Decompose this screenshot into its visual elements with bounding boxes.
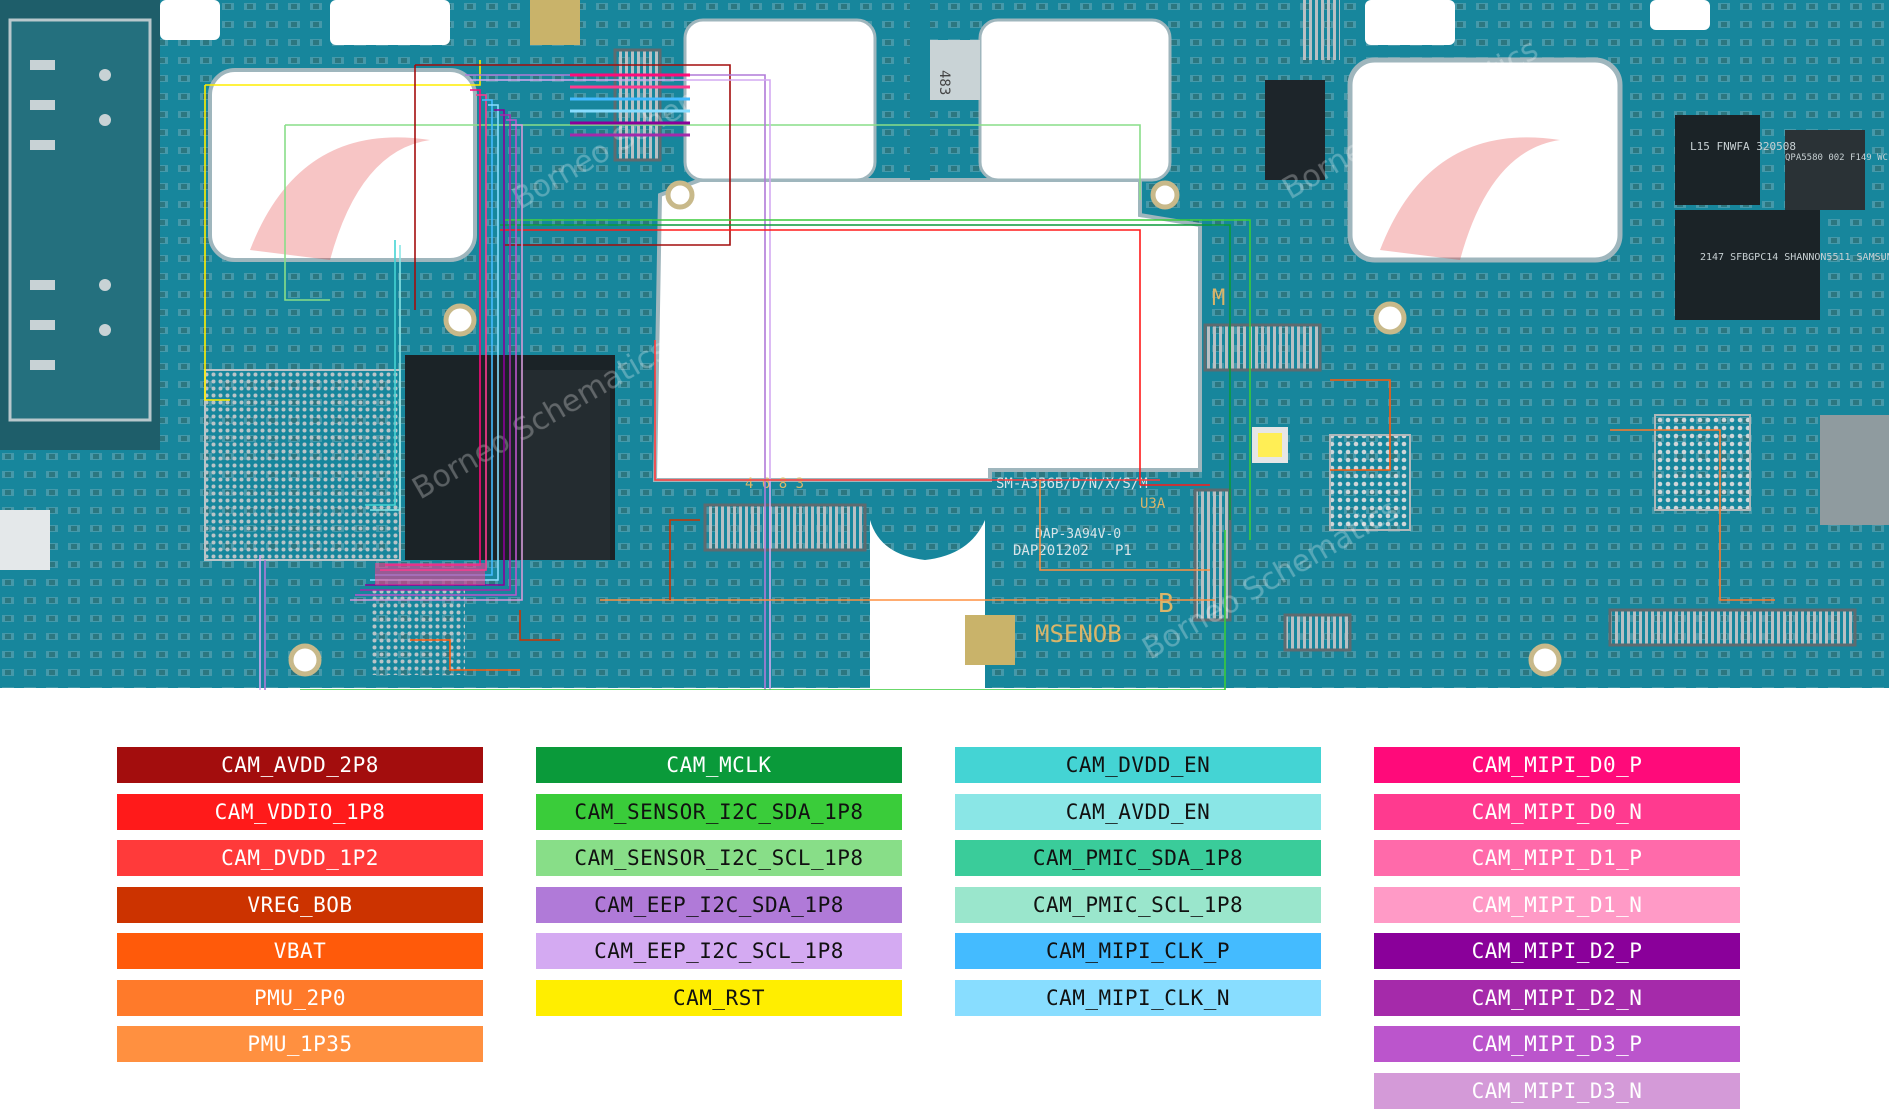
chip-l15: L15 FNWFA 320508 (1690, 140, 1796, 153)
chip-shannon: 2147 SFBGPC14 SHANNON5511 SAMSUNG (1700, 252, 1889, 263)
legend-label: CAM_MIPI_D3_P (1471, 1032, 1643, 1056)
legend-label: CAM_DVDD_EN (1065, 753, 1211, 777)
legend-label: CAM_PMIC_SCL_1P8 (1032, 892, 1244, 917)
legend-label: CAM_PMIC_SDA_1P8 (1032, 846, 1244, 870)
legend-label: PMU_2P0 (253, 985, 346, 1010)
pcb-board-image: SM-A336B/D/N/X/S/M DAP-3A94V-0 DAP201202… (0, 0, 1889, 690)
legend-item: CAM_AVDD_EN (955, 793, 1321, 830)
camera-traces (204, 60, 1775, 690)
legend-label: PMU_1P35 (247, 1032, 353, 1056)
legend-item: VBAT (117, 933, 483, 969)
legend-item: PMU_2P0 (117, 979, 483, 1016)
legend-column-mipi: CAM_MIPI_D0_P CAM_MIPI_D0_N CAM_MIPI_D1_… (1374, 747, 1740, 1119)
legend-label: CAM_AVDD_EN (1065, 799, 1211, 824)
silk-m-mark: M (1212, 286, 1225, 311)
legend-item: CAM_MIPI_D1_P (1374, 840, 1740, 876)
legend-item: CAM_MIPI_D3_P (1374, 1026, 1740, 1062)
legend-item: VREG_BOB (117, 886, 483, 923)
legend-label: CAM_MIPI_D2_P (1471, 939, 1643, 963)
chip-483: 483 (936, 70, 952, 95)
chip-qpa: QPA5580 002 F149 WCL (1785, 153, 1889, 163)
legend-item: PMU_1P35 (117, 1026, 483, 1062)
legend-label: CAM_VDDIO_1P8 (214, 799, 386, 824)
legend-label: CAM_MIPI_CLK_N (1045, 985, 1230, 1010)
silk-small-code: 4 6 8 3 (745, 476, 804, 492)
legend-item: CAM_MIPI_D1_N (1374, 886, 1740, 923)
legend-item: CAM_RST (536, 979, 902, 1016)
legend-label: CAM_MIPI_D1_P (1471, 846, 1643, 870)
legend-column-control: CAM_MCLK CAM_SENSOR_I2C_SDA_1P8 CAM_SENS… (536, 747, 902, 1026)
silk-lot: DAP201202 (1013, 543, 1089, 559)
legend-item: CAM_MIPI_CLK_P (955, 933, 1321, 969)
legend-label: CAM_MIPI_D1_N (1471, 892, 1643, 917)
silk-b-mark: B (1158, 589, 1174, 619)
legend-label: CAM_EEP_I2C_SDA_1P8 (594, 892, 844, 917)
legend-label: CAM_MIPI_CLK_P (1045, 939, 1230, 963)
legend-item: CAM_DVDD_EN (955, 747, 1321, 783)
legend-item: CAM_MIPI_D0_P (1374, 747, 1740, 783)
legend-item: CAM_MCLK (536, 747, 902, 783)
silk-dap-code: DAP-3A94V-0 (1035, 527, 1121, 542)
legend-item: CAM_DVDD_1P2 (117, 840, 483, 876)
legend-column-pmic: CAM_DVDD_EN CAM_AVDD_EN CAM_PMIC_SDA_1P8… (955, 747, 1321, 1026)
legend-item: CAM_MIPI_D2_N (1374, 979, 1740, 1016)
legend-label: CAM_MIPI_D3_N (1471, 1078, 1643, 1103)
silk-u3: U3A (1140, 496, 1166, 512)
legend-label: CAM_SENSOR_I2C_SCL_1P8 (574, 846, 864, 870)
legend-item: CAM_PMIC_SDA_1P8 (955, 840, 1321, 876)
legend-label: VREG_BOB (247, 892, 353, 917)
legend-label: CAM_MIPI_D2_N (1471, 985, 1643, 1010)
legend-item: CAM_VDDIO_1P8 (117, 793, 483, 830)
legend-column-power: CAM_AVDD_2P8 CAM_VDDIO_1P8 CAM_DVDD_1P2 … (117, 747, 483, 1073)
legend-label: CAM_MIPI_D0_N (1471, 799, 1643, 824)
legend-label: CAM_AVDD_2P8 (221, 753, 379, 777)
legend-label: CAM_EEP_I2C_SCL_1P8 (594, 939, 844, 963)
legend-label: VBAT (273, 939, 327, 963)
legend-item: CAM_SENSOR_I2C_SDA_1P8 (536, 793, 902, 830)
legend-item: CAM_SENSOR_I2C_SCL_1P8 (536, 840, 902, 876)
legend-item: CAM_MIPI_D0_N (1374, 793, 1740, 830)
legend-label: CAM_MCLK (666, 753, 772, 777)
legend-item: CAM_MIPI_D2_P (1374, 933, 1740, 969)
legend-item: CAM_AVDD_2P8 (117, 747, 483, 783)
silk-rev: P1 (1115, 543, 1132, 559)
legend-item: CAM_EEP_I2C_SDA_1P8 (536, 886, 902, 923)
silk-msenob: MSENOB (1035, 620, 1122, 648)
silk-model: SM-A336B/D/N/X/S/M (996, 476, 1148, 492)
legend-item: CAM_MIPI_CLK_N (955, 979, 1321, 1016)
legend-label: CAM_DVDD_1P2 (221, 846, 379, 870)
legend-label: CAM_SENSOR_I2C_SDA_1P8 (574, 799, 864, 824)
legend-item: CAM_PMIC_SCL_1P8 (955, 886, 1321, 923)
legend-label: CAM_MIPI_D0_P (1471, 753, 1643, 777)
legend-item: CAM_EEP_I2C_SCL_1P8 (536, 933, 902, 969)
legend-label: CAM_RST (672, 985, 765, 1010)
legend-item: CAM_MIPI_D3_N (1374, 1072, 1740, 1109)
